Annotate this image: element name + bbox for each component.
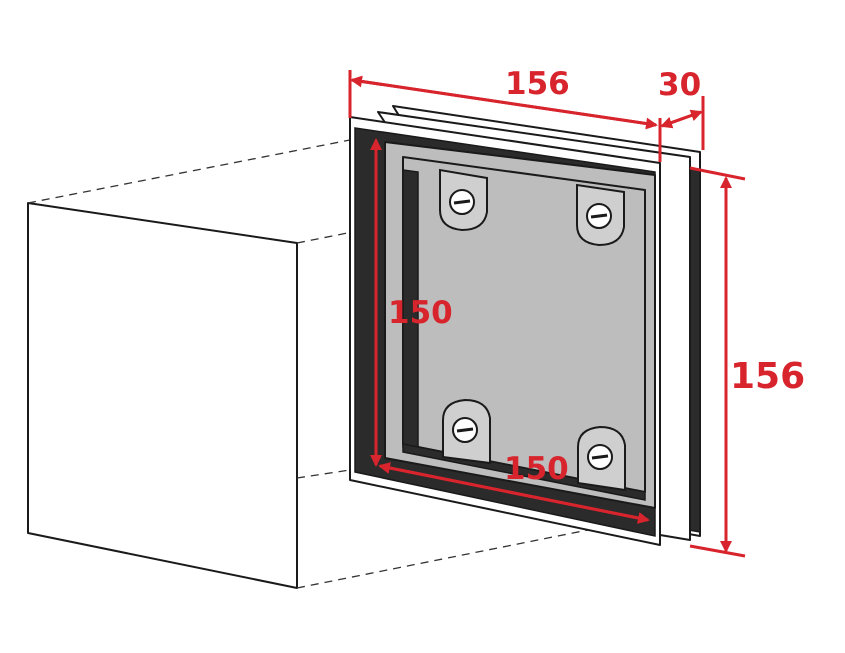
outer-height-label: 156 (730, 356, 805, 397)
mounting-tab-top-left (439, 168, 488, 232)
outer-width-label: 156 (505, 66, 570, 102)
dimension-depth: 30 (658, 67, 705, 150)
dimension-inner-width: 150 (378, 451, 650, 524)
front-cover-panel (27, 202, 298, 589)
dimension-outer-width: 156 (348, 66, 662, 162)
dimension-outer-height: 156 (689, 166, 805, 558)
mounting-tab-bottom-left (442, 398, 491, 465)
dimension-inner-height: 150 (370, 138, 453, 467)
depth-label: 30 (658, 67, 701, 103)
mounting-tab-top-right (576, 183, 625, 247)
mounting-tab-bottom-right (577, 425, 626, 492)
inner-width-label: 150 (504, 451, 569, 487)
inner-height-label: 150 (388, 295, 453, 331)
